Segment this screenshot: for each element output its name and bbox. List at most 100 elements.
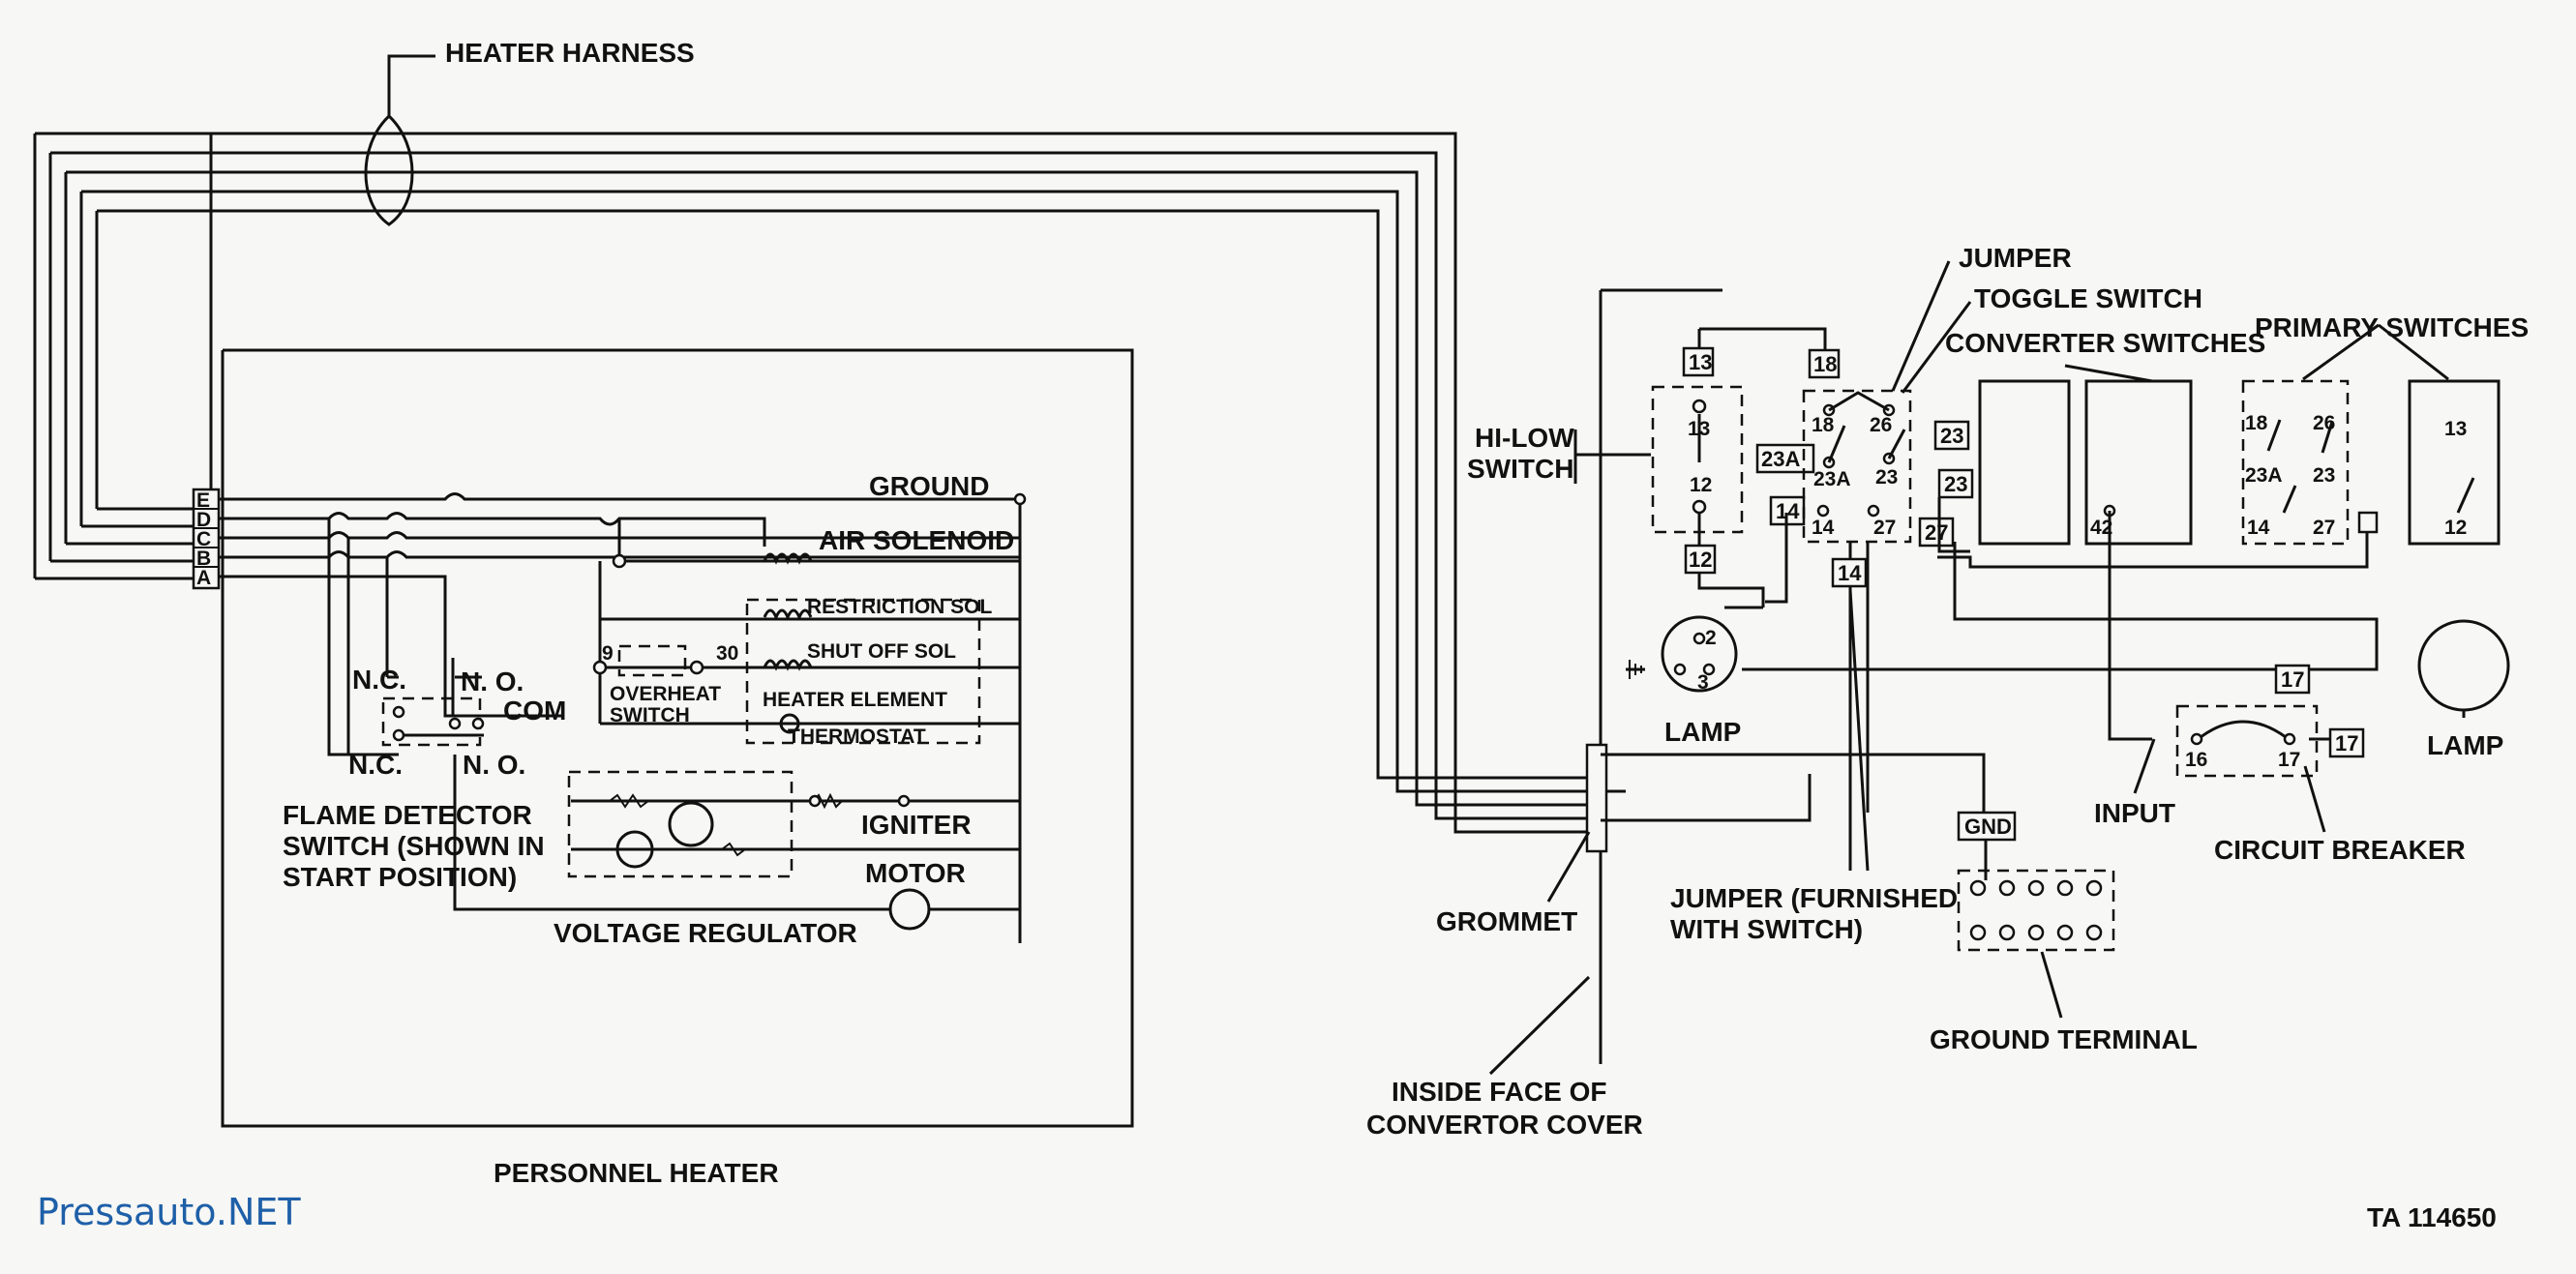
flame-switch-contact-3 [448, 717, 462, 730]
flame-detector-label-3: START POSITION) [283, 862, 517, 892]
nc-bottom-label: N.C. [348, 750, 403, 780]
connector-pin-d: D [196, 509, 211, 531]
primary-switches-label: PRIMARY SWITCHES [2255, 312, 2529, 342]
voltage-regulator-box [567, 770, 794, 878]
thermostat-label: THERMOSTAT [788, 726, 926, 748]
ps-pin-13: 13 [2444, 418, 2467, 440]
node-9 [592, 660, 608, 675]
ts-pin-23a: 23A [1813, 468, 1851, 490]
hl-pin-12: 12 [1690, 474, 1712, 496]
tag-17-upper: 17 [2281, 667, 2304, 692]
igniter-transistor [668, 801, 714, 847]
voltage-regulator-label: VOLTAGE REGULATOR [554, 918, 857, 948]
lamp-left-pin-1 [1673, 663, 1687, 676]
primary-switch-2 [2408, 379, 2501, 546]
connector-pin-a: A [196, 567, 211, 589]
nc-top-label: N.C. [352, 665, 406, 695]
ps-pin-27: 27 [2313, 517, 2335, 539]
ts-pin-26: 26 [1870, 414, 1892, 436]
overheat-switch-label-2: SWITCH [610, 704, 690, 726]
heater-element-label: HEATER ELEMENT [763, 689, 947, 711]
lamp-pin-3: 3 [1697, 671, 1709, 694]
motor-symbol [888, 888, 931, 931]
tag-13: 13 [1689, 350, 1712, 374]
motor-label: MOTOR [865, 858, 966, 888]
callout-leaders [1488, 260, 2449, 1076]
tag-14-lower: 14 [1838, 561, 1862, 585]
ts-pin-18: 18 [1812, 414, 1835, 436]
cover-boundary [1599, 288, 1722, 1064]
primary-switch-1 [2241, 379, 2350, 546]
cb-pin-16: 16 [2185, 749, 2207, 771]
overheat-switch-box [617, 644, 687, 677]
shut-off-sol-label: SHUT OFF SOL [807, 640, 956, 663]
overheat-switch-label-1: OVERHEAT [610, 683, 721, 705]
heater-harness-wires [33, 132, 1626, 834]
flame-detector-label-1: FLAME DETECTOR [283, 800, 532, 830]
ground-terminal-block [1957, 869, 2115, 952]
personnel-heater-label: PERSONNEL HEATER [494, 1158, 779, 1188]
flame-switch-contact-com [471, 717, 485, 730]
com-label: COM [503, 696, 566, 726]
tag-27: 27 [1925, 520, 1948, 545]
lamp-left-pin-2 [1692, 632, 1706, 645]
lamp-pin-2: 2 [1705, 627, 1717, 649]
tag-17-right: 17 [2335, 731, 2358, 756]
flame-switch-contact-2 [392, 728, 405, 742]
circuit-breaker-label: CIRCUIT BREAKER [2214, 835, 2466, 865]
hl-contact-13 [1692, 399, 1707, 414]
figure-id: TA 114650 [2367, 1202, 2497, 1232]
restriction-sol-label: RESTRICTION SOL [807, 596, 993, 618]
lamp-left-label: LAMP [1664, 717, 1741, 747]
pressauto-watermark: Pressauto.NET [37, 1191, 301, 1233]
ps-pin-23a: 23A [2245, 464, 2283, 487]
cb-contact-16 [2190, 732, 2203, 746]
inside-face-label-1: INSIDE FACE OF [1392, 1077, 1606, 1107]
thermostat-symbol [779, 713, 800, 734]
igniter-node-1 [808, 794, 822, 808]
ps-pin-14: 14 [2247, 517, 2270, 539]
ts-contact-27 [1867, 504, 1880, 518]
cb-pin-17: 17 [2278, 749, 2300, 771]
flame-detector-label-2: SWITCH (SHOWN IN [283, 831, 545, 861]
primary-switch-terminal [2357, 511, 2379, 534]
inside-face-label-2: CONVERTOR COVER [1366, 1110, 1643, 1140]
regulator-diode [615, 830, 654, 869]
ground-terminal-label: GROUND TERMINAL [1930, 1024, 2198, 1054]
pin-30-label: 30 [716, 642, 738, 665]
converter-switches-label: CONVERTER SWITCHES [1945, 328, 2265, 358]
lamp-left-pin-3 [1702, 663, 1716, 676]
grommet [1585, 743, 1608, 853]
ps-pin-26: 26 [2313, 412, 2335, 434]
jumper-furnished-label-1: JUMPER (FURNISHED [1670, 883, 1958, 913]
ts-pin-23: 23 [1875, 466, 1898, 489]
ts-pin-14: 14 [1812, 517, 1835, 539]
heater-harness-label: HEATER HARNESS [445, 38, 695, 68]
solenoid-group-box [745, 598, 981, 745]
tag-18: 18 [1813, 352, 1837, 376]
converter-switch-1 [1978, 379, 2071, 546]
tag-23a: 23A [1761, 447, 1800, 471]
input-label: INPUT [2094, 798, 2175, 828]
connector-pin-b: B [196, 548, 211, 570]
cs-pin-42: 42 [2090, 517, 2112, 539]
flame-switch-contact-1 [392, 705, 405, 719]
solenoid-coils [763, 552, 813, 671]
converter-wiring [1601, 497, 2379, 880]
hl-pin-13: 13 [1688, 418, 1710, 440]
tag-14-left: 14 [1776, 499, 1800, 523]
ground-terminal-dot [1013, 492, 1027, 506]
tag-12: 12 [1689, 548, 1712, 572]
jumper-furnished-label-2: WITH SWITCH) [1670, 914, 1863, 944]
ground-label: GROUND [869, 471, 989, 501]
personnel-heater-enclosure [221, 348, 1134, 1128]
no-bottom-label: N. O. [463, 750, 525, 780]
node-30 [689, 660, 704, 675]
ground-terminal-screws [1969, 879, 2103, 941]
lamp-right [2417, 619, 2510, 712]
toggle-switch-label: TOGGLE SWITCH [1974, 283, 2202, 313]
connector-pin-c: C [196, 528, 211, 550]
lamp-left [1661, 615, 1738, 693]
pin-9-label: 9 [602, 642, 614, 665]
